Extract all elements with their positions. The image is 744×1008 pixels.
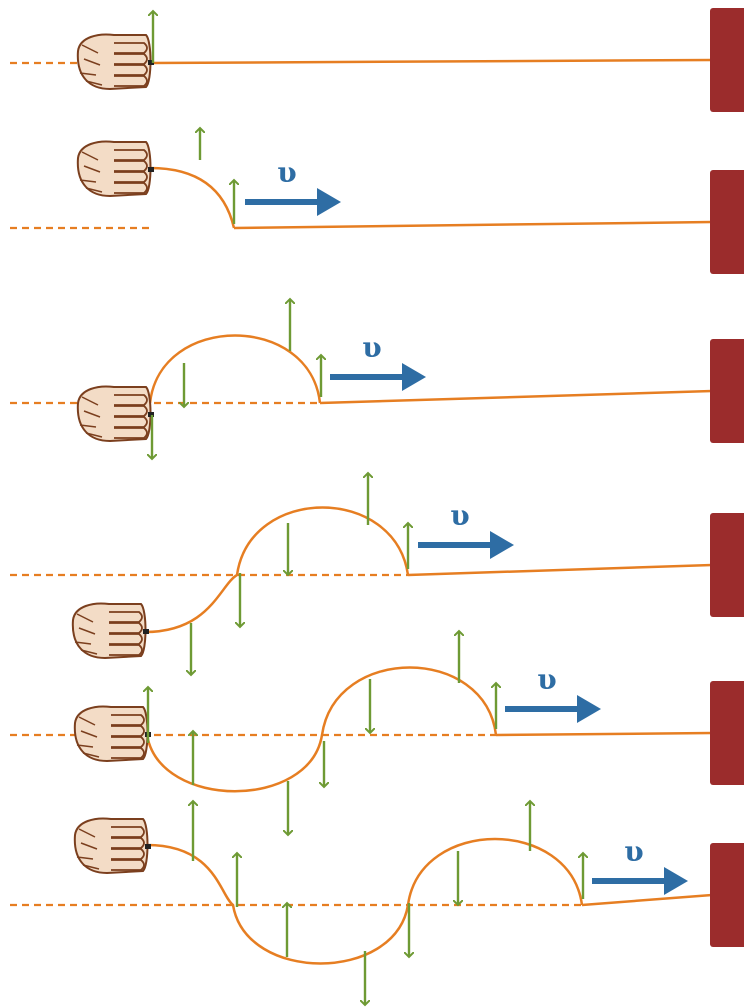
rope-line [581,893,713,907]
velocity-arrow-icon [505,695,601,723]
wave-pulse [149,166,236,229]
velocity-label: υ [362,331,381,364]
wall-icon [710,8,744,112]
wall-icon [710,339,744,443]
velocity-label: υ [450,499,469,532]
wave-pulse [144,506,410,634]
rope-line [233,220,713,230]
velocity-arrow-icon [592,867,688,895]
wall-icon [710,513,744,617]
wave-pulse [146,837,584,965]
velocity-label: υ [624,835,643,868]
rope-line [319,389,713,405]
wave-row: υ [10,128,744,274]
wall-icon [710,170,744,274]
hand-icon [76,140,154,198]
wave-row: υ [10,801,744,1005]
hand-icon [73,705,151,763]
wall-icon [710,843,744,947]
hand-icon [73,817,151,875]
rope-line [407,563,713,577]
wall-icon [710,681,744,785]
velocity-arrow-icon [245,188,341,216]
hand-icon [71,602,149,660]
wave-pulse [148,334,322,404]
wave-pulse [145,666,498,793]
velocity-arrow-icon [418,531,514,559]
velocity-arrow-icon [330,363,426,391]
rope-line [495,731,713,737]
hand-icon [76,33,154,91]
wave-row: υ [10,631,744,835]
wave-row: υ [10,299,744,459]
velocity-label: υ [537,663,556,696]
wave-row [10,8,744,112]
hand-icon [76,385,154,443]
rope-line [149,58,713,65]
wave-row: υ [10,473,744,675]
velocity-label: υ [277,156,296,189]
